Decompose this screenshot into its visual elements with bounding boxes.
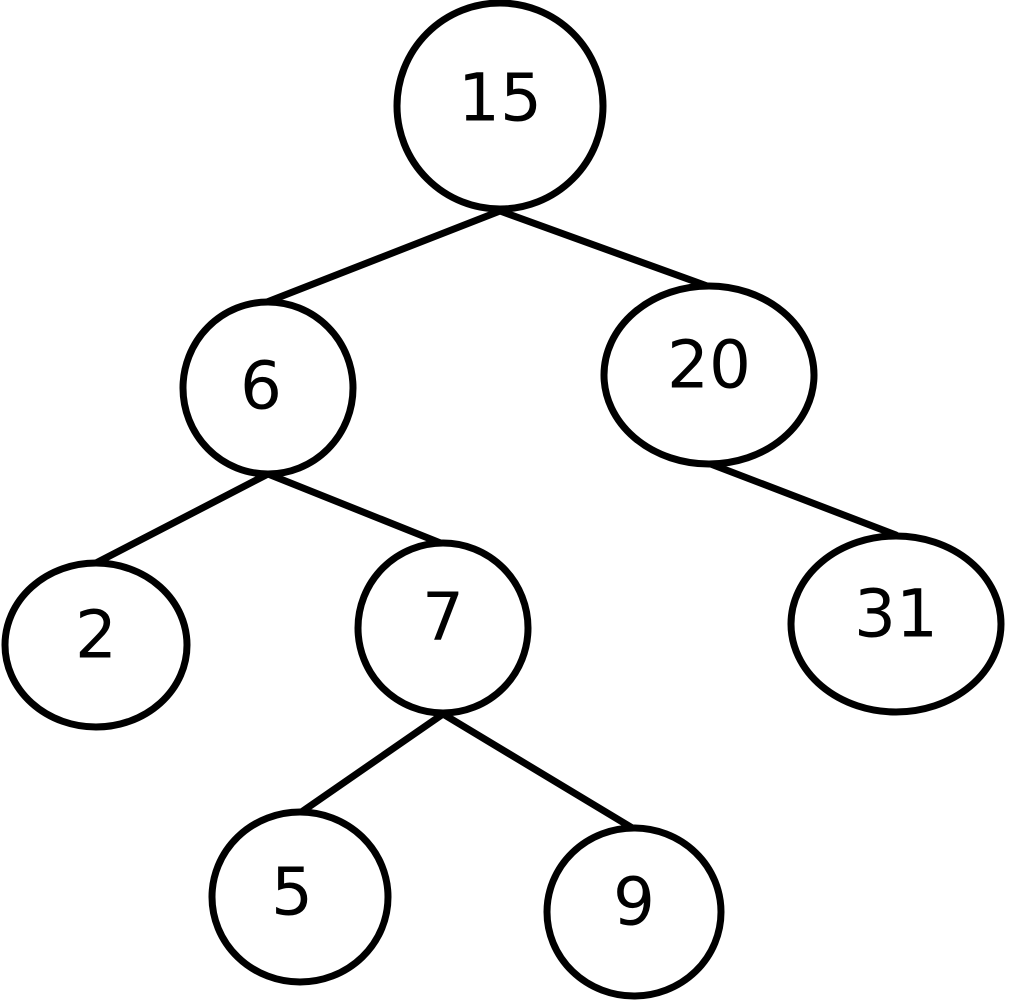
node-circle <box>179 298 357 478</box>
edge-6-7 <box>264 470 447 548</box>
tree-node-7: 7 <box>354 539 532 717</box>
edge-6-2 <box>92 470 272 567</box>
node-circle <box>543 824 725 1000</box>
node-circle <box>354 539 532 717</box>
node-label: 7 <box>422 579 464 656</box>
node-label: 31 <box>854 576 938 653</box>
node-circle <box>393 0 607 213</box>
node-circle <box>600 282 818 468</box>
tree-node-20: 20 <box>600 282 818 468</box>
node-circle <box>787 532 1005 716</box>
edges-layer <box>92 207 900 833</box>
tree-node-31: 31 <box>787 532 1005 716</box>
edge-15-20 <box>496 207 714 291</box>
edge-7-5 <box>296 710 447 817</box>
node-circle <box>1 559 191 731</box>
node-label: 6 <box>240 348 282 425</box>
tree-node-9: 9 <box>543 824 725 1000</box>
tree-node-2: 2 <box>1 559 191 731</box>
node-label: 20 <box>667 327 751 404</box>
edge-20-31 <box>704 459 900 539</box>
tree-node-6: 6 <box>179 298 357 478</box>
tree-node-5: 5 <box>208 808 392 986</box>
node-circle <box>208 808 392 986</box>
node-label: 15 <box>458 60 542 137</box>
node-label: 5 <box>271 854 313 931</box>
node-label: 2 <box>75 597 117 674</box>
node-label: 9 <box>613 864 655 941</box>
edge-7-9 <box>439 710 638 833</box>
edge-15-6 <box>263 207 504 306</box>
tree-node-15: 15 <box>393 0 607 213</box>
